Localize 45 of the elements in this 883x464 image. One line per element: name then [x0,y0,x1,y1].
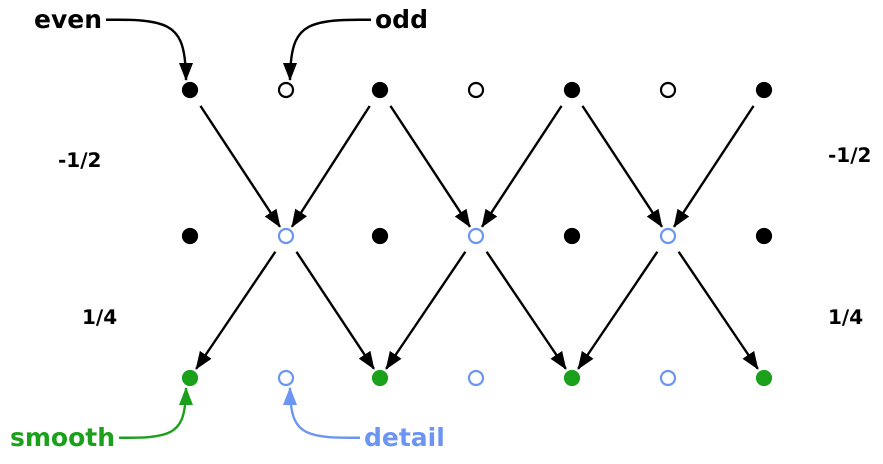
curved-arrow [283,387,360,439]
filled-dot [756,228,772,244]
filled-dot [372,370,388,386]
coefficient-label: -1/2 [828,143,872,167]
arrow [581,105,663,228]
arrow [486,251,567,370]
arrow [389,105,471,228]
arrow [577,251,658,370]
open-dot [278,82,294,98]
arrow [385,251,466,370]
coefficient-label: -1/2 [58,148,102,172]
open-dot [468,370,484,386]
filled-dot [564,228,580,244]
filled-dot [372,82,388,98]
curved-arrow [106,18,193,81]
filled-dot [182,82,198,98]
open-dot [278,370,294,386]
filled-dot [372,228,388,244]
coefficient-label: 1/4 [82,305,118,329]
arrow [199,105,281,228]
open-dot [660,228,676,244]
filled-dot [564,370,580,386]
arrow [678,251,759,370]
text-label: smooth [10,424,116,452]
curved-arrow [283,18,371,81]
open-dot [278,228,294,244]
arrow [295,251,375,370]
text-label: detail [364,424,445,452]
arrow [673,105,755,228]
arrow [481,105,563,228]
open-dot [660,82,676,98]
curved-arrow [119,387,193,439]
text-label: odd [375,6,428,34]
filled-dot [564,82,580,98]
coefficient-label: 1/4 [828,305,864,329]
open-dot [468,228,484,244]
filled-dot [756,370,772,386]
open-dot [468,82,484,98]
arrow [195,251,276,370]
filled-dot [756,82,772,98]
filled-dot [182,228,198,244]
arrow [290,105,371,228]
text-label: even [34,6,102,34]
open-dot [660,370,676,386]
filled-dot [182,370,198,386]
